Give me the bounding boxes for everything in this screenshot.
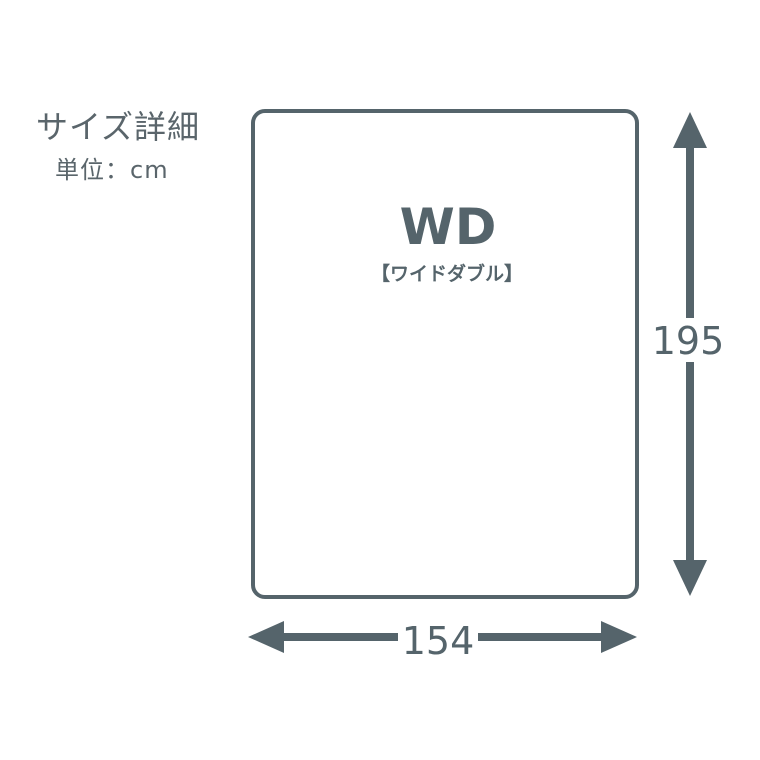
arrow-left-icon bbox=[248, 621, 284, 653]
size-heading: サイズ詳細 単位：cm bbox=[30, 104, 240, 190]
width-label-backdrop bbox=[398, 619, 478, 657]
arrow-down-icon bbox=[673, 560, 707, 596]
unit-label: 単位：cm bbox=[55, 156, 169, 184]
length-value: 195 bbox=[652, 319, 725, 363]
size-detail-title: サイズ詳細 bbox=[36, 108, 201, 146]
mattress-outline bbox=[251, 109, 639, 599]
width-value: 154 bbox=[402, 619, 475, 663]
length-arrow bbox=[673, 112, 707, 596]
mattress-name: 【ワイドダブル】 bbox=[371, 262, 523, 285]
arrow-up-icon bbox=[673, 112, 707, 148]
arrow-right-icon bbox=[601, 621, 637, 653]
mattress-code: WD bbox=[400, 198, 497, 256]
